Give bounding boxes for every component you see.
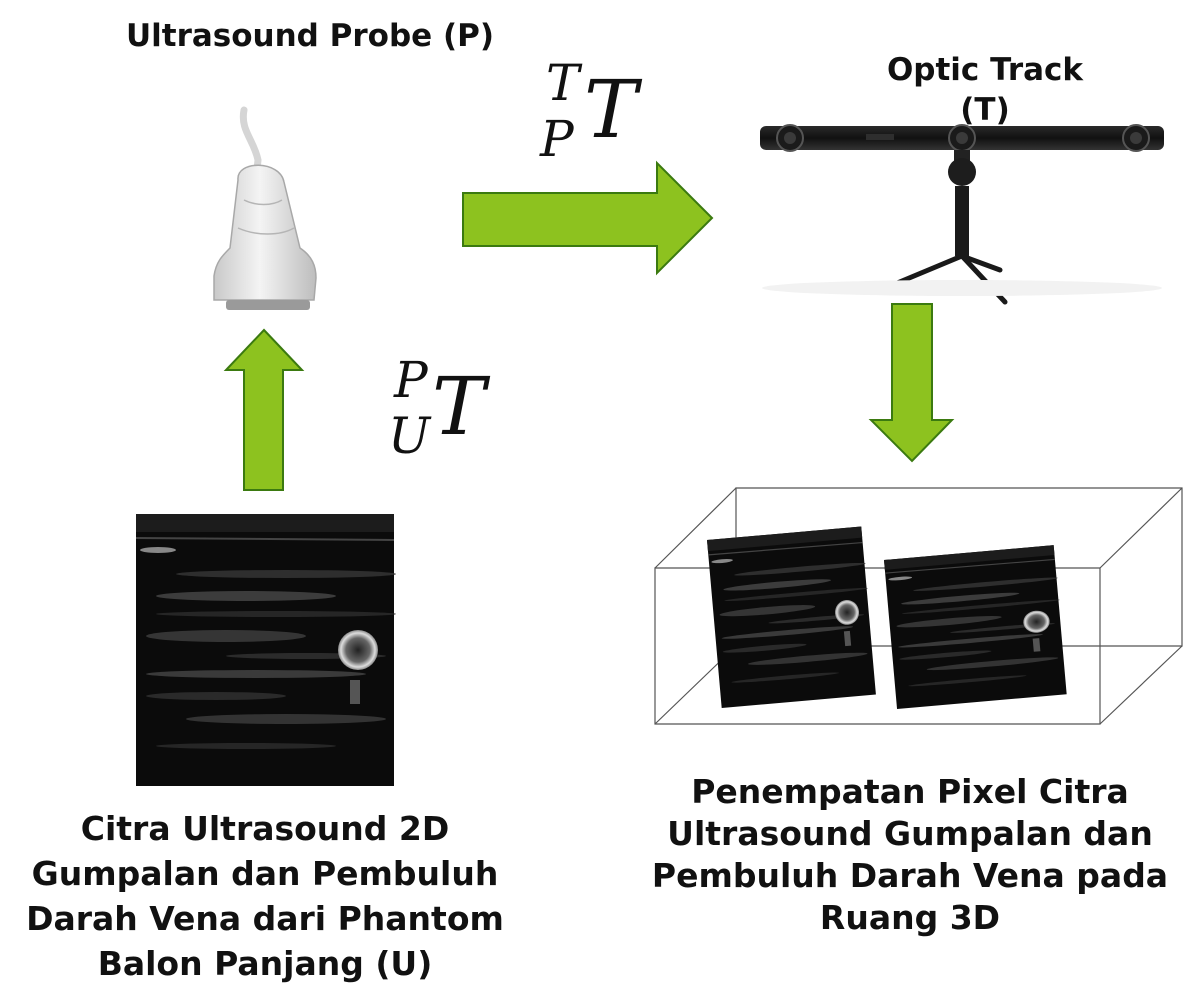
ultrasound-image-caption: Citra Ultrasound 2D Gumpalan dan Pembulu… xyxy=(26,809,504,983)
transform-subscript: U xyxy=(388,407,431,465)
ultrasound-2d-image xyxy=(135,513,397,787)
transform-probe-to-tracker: T P T xyxy=(540,58,660,168)
ultrasound-probe-icon xyxy=(213,106,317,310)
optic-track-title: Optic Track (T) xyxy=(886,52,1084,128)
transform-image-to-probe: P U T xyxy=(388,355,508,465)
arrow-image-to-probe xyxy=(223,328,305,491)
transform-symbol: T xyxy=(432,360,486,453)
3d-placement-caption: Penempatan Pixel Citra Ultrasound Gumpal… xyxy=(651,772,1169,937)
transform-superscript: P xyxy=(394,351,428,409)
transform-superscript: T xyxy=(546,54,580,112)
probe-title: Ultrasound Probe (P) xyxy=(125,18,495,54)
transform-subscript: P xyxy=(540,110,574,168)
ultrasound-slice xyxy=(883,544,1069,710)
optical-tracker-icon xyxy=(760,124,1164,305)
ultrasound-slice xyxy=(706,525,878,709)
arrow-probe-to-tracker xyxy=(462,160,714,276)
transform-symbol: T xyxy=(584,63,638,156)
arrow-tracker-to-3d xyxy=(868,303,955,463)
